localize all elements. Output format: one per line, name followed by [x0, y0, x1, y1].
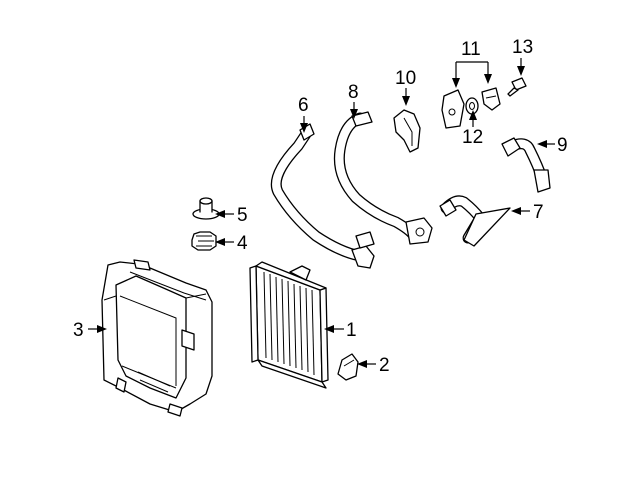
- part-9-pipe: [501, 137, 551, 193]
- part-4-grommet: [191, 231, 217, 251]
- callout-1: 1: [346, 320, 357, 341]
- part-11-bracket-left: [441, 89, 465, 129]
- part-2-bracket: [337, 353, 359, 381]
- callout-8: 8: [348, 82, 359, 103]
- part-3-shroud: [101, 259, 213, 417]
- callout-10: 10: [395, 68, 416, 89]
- part-11-bracket-right: [481, 87, 501, 111]
- callout-11: 11: [461, 39, 481, 60]
- part-7-hose: [439, 195, 511, 247]
- part-8-hose: [333, 111, 433, 245]
- callout-6: 6: [298, 95, 309, 116]
- part-12-nut: [465, 97, 479, 115]
- callout-7: 7: [533, 202, 544, 223]
- part-1-oil-cooler: [249, 261, 329, 389]
- callout-3: 3: [73, 320, 84, 341]
- callout-13: 13: [512, 37, 533, 58]
- callout-labels: 1 2 3 4 5 6 7 8 9 10 11 12 13: [73, 37, 568, 376]
- part-5-fitting: [192, 197, 220, 220]
- callout-12: 12: [462, 127, 483, 148]
- part-6-hose: [270, 123, 375, 269]
- callout-5: 5: [237, 205, 248, 226]
- leader-lines: [88, 58, 555, 368]
- callout-4: 4: [237, 233, 248, 254]
- callout-9: 9: [557, 135, 568, 156]
- part-10-clip: [393, 109, 421, 153]
- callout-2: 2: [379, 355, 390, 376]
- part-13-bolt: [507, 77, 527, 97]
